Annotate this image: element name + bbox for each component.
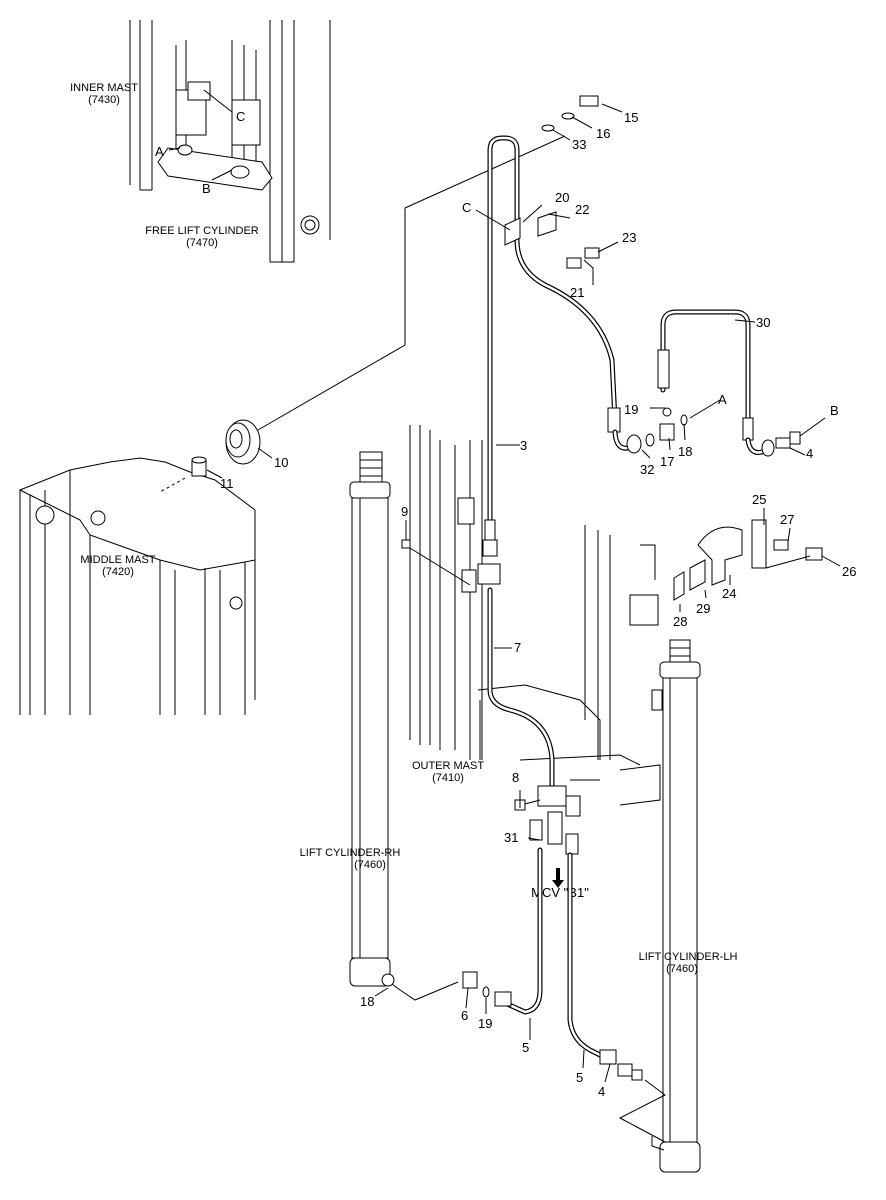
lift-cylinder-rh	[349, 451, 395, 987]
sheave-leader	[257, 208, 406, 431]
callout-18-top: 18	[678, 444, 692, 459]
callout-29: 29	[696, 601, 710, 616]
callout-c-middle: C	[462, 200, 471, 215]
callout-5-right: 5	[576, 1070, 583, 1085]
outer-mast-structure	[409, 425, 661, 806]
middle-mast-label: MIDDLE MAST	[80, 554, 155, 566]
inner-mast-detail	[129, 20, 331, 263]
callout-b-inner: B	[202, 181, 211, 196]
inner-mast-label: INNER MAST	[70, 82, 138, 94]
callout-33: 33	[572, 137, 586, 152]
rh-leader	[391, 981, 459, 1001]
lift-cylinder-lh-label: LIFT CYLINDER-LH	[639, 951, 738, 963]
outer-mast-number: (7410)	[432, 772, 464, 784]
callout-9: 9	[401, 504, 408, 519]
callout-c-inner: C	[236, 109, 245, 124]
callout-leaders	[168, 89, 841, 1083]
callout-a-right: A	[718, 392, 727, 407]
callout-4-top: 4	[806, 446, 813, 461]
middle-mast-number: (7420)	[102, 566, 134, 578]
free-lift-cylinder-number: (7470)	[186, 237, 218, 249]
callout-18-bottom: 18	[360, 994, 374, 1009]
lift-cylinder-rh-label: LIFT CYLINDER-RH	[300, 847, 401, 859]
flow-arrow	[552, 868, 564, 888]
callout-28: 28	[673, 614, 687, 629]
mcv-label: MCV "B1"	[531, 885, 589, 900]
callout-25: 25	[752, 492, 766, 507]
lift-cylinder-lh-number: (7460)	[666, 963, 698, 975]
free-lift-cylinder-label: FREE LIFT CYLINDER	[145, 225, 259, 237]
bolt-leader	[404, 135, 566, 209]
callout-15: 15	[624, 110, 638, 125]
callout-5-left: 5	[522, 1040, 529, 1055]
lift-cylinder-lh	[629, 594, 701, 1173]
lh-leader	[618, 1079, 666, 1143]
callout-6: 6	[461, 1008, 468, 1023]
cylinder-clamp-assembly	[673, 519, 823, 601]
callout-19-top: 19	[624, 402, 638, 417]
callout-4-bottom: 4	[598, 1084, 605, 1099]
spacer-collar	[191, 456, 207, 477]
bolt-washer-stack	[541, 95, 599, 132]
hose-5-lh	[567, 852, 643, 1081]
callout-22: 22	[575, 202, 589, 217]
callout-24: 24	[722, 586, 736, 601]
callout-8: 8	[512, 770, 519, 785]
callout-32: 32	[640, 462, 654, 477]
mcv-manifold	[514, 779, 600, 855]
hose-7	[487, 587, 555, 793]
callout-20: 20	[555, 190, 569, 205]
callout-30: 30	[756, 315, 770, 330]
callout-3: 3	[520, 438, 527, 453]
callout-16: 16	[596, 126, 610, 141]
callout-31: 31	[504, 830, 518, 845]
callout-23: 23	[622, 230, 636, 245]
middle-mast-detail	[18, 457, 256, 715]
outer-mast-label: OUTER MAST	[412, 760, 484, 772]
callout-7: 7	[514, 640, 521, 655]
callout-11: 11	[220, 476, 234, 491]
callout-19-bottom: 19	[478, 1016, 492, 1031]
lift-cylinder-rh-number: (7460)	[354, 859, 386, 871]
hose-5-rh	[462, 847, 543, 1015]
tee-fitting-assembly	[612, 407, 688, 454]
callout-27: 27	[780, 512, 794, 527]
callout-10: 10	[274, 455, 288, 470]
sheave-pulley	[225, 419, 261, 465]
callout-b-right: B	[830, 403, 839, 418]
hose-30	[657, 309, 801, 457]
callout-17: 17	[660, 454, 674, 469]
callout-26: 26	[842, 564, 856, 579]
callouts: 15 16 33 20 22 23 21 30 19 17 18 A B 4 3…	[155, 109, 856, 1099]
mount-block-9	[401, 539, 501, 593]
callout-21: 21	[570, 285, 584, 300]
hose-clamp-bracket	[504, 211, 600, 269]
hose-3	[482, 135, 621, 557]
inner-mast-number: (7430)	[88, 94, 120, 106]
callout-a-inner: A	[155, 144, 164, 159]
